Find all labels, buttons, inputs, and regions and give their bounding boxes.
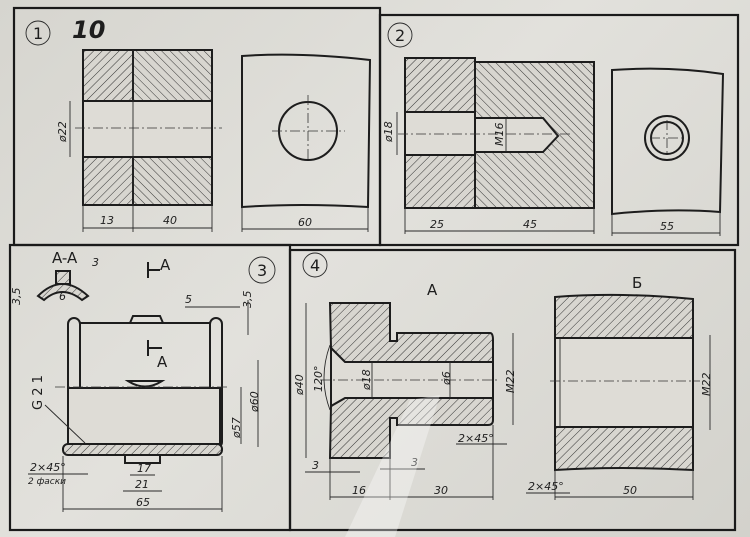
panel-number-circle: [25, 20, 51, 46]
dim-chamfer: 2×45°: [30, 461, 66, 474]
dim-thread: M16: [493, 123, 506, 147]
dim-b: 40: [163, 214, 177, 227]
dim-angle: 120°: [312, 366, 325, 393]
dim-length-b: 50: [623, 484, 637, 497]
dim-hole-diameter: ø22: [56, 121, 69, 143]
cut-mark-label: A: [160, 256, 171, 274]
panel-2: 2 ø18 M16 25 45 55: [382, 22, 725, 236]
cut-mark-label-2: A: [157, 353, 168, 371]
dim-groove: 3: [411, 456, 418, 469]
dim-chamfer-a: 2×45°: [458, 432, 494, 445]
dim-flange-thickness: 3: [312, 459, 319, 472]
panel-number: 1: [33, 24, 43, 43]
panel-4: 4 А ø40 120° ø18 ø6 M22 2×45° 3 3 16 30 …: [293, 252, 713, 500]
dim-thread: G 2 1: [31, 375, 46, 410]
dim-section-base: 6: [59, 290, 66, 303]
panel-3: 3 A-A 3 3,5 6 A A G 2 1 5 3,5 ø57 ø60 2×…: [10, 249, 276, 512]
dim-hole-diameter: ø18: [382, 121, 395, 143]
dim-a: 13: [100, 214, 114, 227]
dim-foot-inner: 17: [137, 462, 151, 475]
dim-a: 25: [430, 218, 444, 231]
dim-width: 60: [298, 216, 312, 229]
part-b-label: Б: [632, 274, 642, 292]
panel-number: 3: [257, 261, 267, 280]
panel-1: 1 10 ø22 13 40 60: [25, 16, 372, 232]
light-glare: [345, 395, 440, 537]
dim-small-diameter: ø6: [440, 371, 453, 386]
dim-outer-diameter: ø60: [248, 391, 261, 413]
dim-section-width: 3: [92, 256, 99, 269]
dim-inner-diameter: ø57: [230, 417, 243, 439]
dim-section-height: 3,5: [10, 288, 23, 306]
dim-thread-a: M22: [504, 370, 517, 394]
dim-width: 55: [660, 220, 674, 233]
dim-length-1: 16: [352, 484, 366, 497]
dim-bore-diameter: ø18: [360, 369, 373, 391]
panel-number: 4: [310, 256, 320, 275]
section-label: A-A: [52, 249, 78, 267]
dim-gap: 5: [185, 293, 192, 306]
dim-lip: 3,5: [241, 291, 254, 309]
variant-number: 10: [72, 16, 105, 44]
dim-outer-diameter: ø40: [293, 374, 306, 396]
dim-b: 45: [523, 218, 537, 231]
panel-frames: [8, 6, 740, 532]
dim-length-2: 30: [434, 484, 448, 497]
panel-number: 2: [395, 26, 405, 45]
dim-chamfer-b: 2×45°: [528, 480, 564, 493]
part-a-label: А: [427, 281, 438, 299]
dim-foot-outer: 21: [135, 478, 149, 491]
dim-length: 65: [136, 496, 150, 509]
dim-thread-b: M22: [700, 373, 713, 397]
chamfer-note: 2 фаски: [28, 477, 66, 487]
